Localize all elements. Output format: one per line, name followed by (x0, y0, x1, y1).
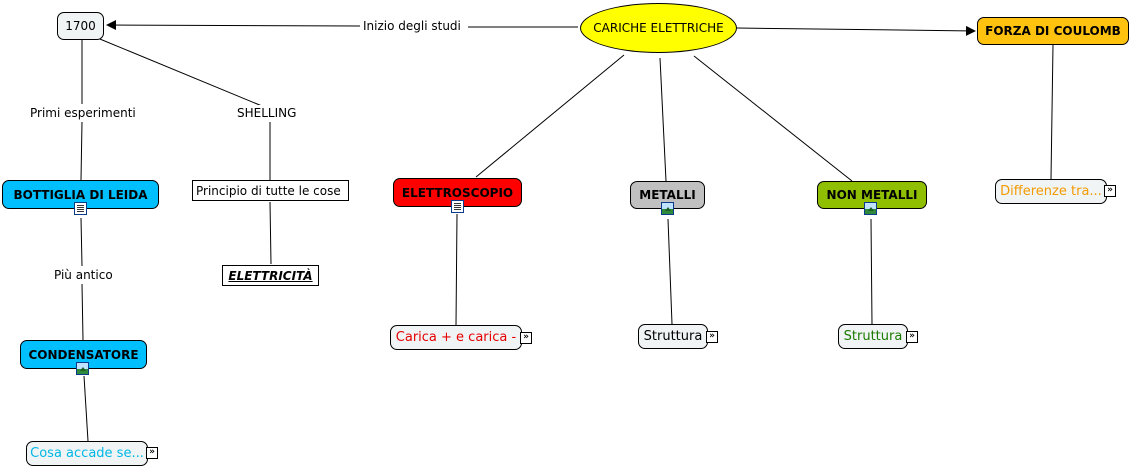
expand-arrow-icon[interactable]: » (1104, 185, 1116, 197)
node-carica-label: Carica + e carica - (395, 330, 517, 345)
node-elettricita-label: ELETTRICITÀ (228, 268, 313, 283)
node-1700-label: 1700 (65, 19, 96, 33)
node-principio-label: Principio di tutte le cose (196, 183, 341, 198)
node-differenze-label: Differenze tra... (1000, 184, 1102, 199)
link-label-primi-esperimenti: Primi esperimenti (28, 105, 138, 121)
document-icon[interactable] (74, 202, 87, 215)
node-cosa-accade-label: Cosa accade se... (30, 446, 144, 461)
link-label-piu-antico: Più antico (52, 267, 115, 283)
node-non-metalli-label: NON METALLI (826, 188, 918, 202)
node-condensatore-label: CONDENSATORE (28, 347, 139, 362)
expand-arrow-icon[interactable]: » (906, 331, 918, 343)
node-struttura-non-metalli-label: Struttura (843, 329, 903, 344)
image-icon[interactable] (864, 202, 877, 215)
image-icon[interactable] (661, 202, 674, 215)
node-elettricita[interactable]: ELETTRICITÀ (222, 265, 319, 286)
root-node-cariche-elettriche[interactable]: CARICHE ELETTRICHE (580, 3, 737, 53)
node-carica[interactable]: Carica + e carica - (390, 325, 522, 350)
node-bottiglia-di-leida[interactable]: BOTTIGLIA DI LEIDA (2, 180, 159, 209)
node-struttura-non-metalli[interactable]: Struttura (838, 324, 908, 349)
link-label-shelling: SHELLING (235, 105, 299, 121)
node-forza-label: FORZA DI COULOMB (985, 24, 1121, 38)
node-struttura-metalli[interactable]: Struttura (638, 324, 708, 349)
node-principio[interactable]: Principio di tutte le cose (192, 180, 349, 201)
node-bottiglia-label: BOTTIGLIA DI LEIDA (13, 187, 148, 202)
root-node-label: CARICHE ELETTRICHE (593, 21, 724, 35)
node-forza-di-coulomb[interactable]: FORZA DI COULOMB (977, 17, 1129, 45)
expand-arrow-icon[interactable]: » (146, 447, 158, 459)
expand-arrow-icon[interactable]: » (706, 331, 718, 343)
node-metalli-label: METALLI (639, 188, 696, 202)
node-elettroscopio-label: ELETTROSCOPIO (401, 185, 514, 200)
image-icon[interactable] (76, 362, 89, 375)
node-cosa-accade[interactable]: Cosa accade se... (26, 441, 148, 466)
expand-arrow-icon[interactable]: » (520, 332, 532, 344)
node-1700[interactable]: 1700 (57, 12, 104, 40)
document-icon[interactable] (451, 200, 464, 213)
node-differenze[interactable]: Differenze tra... (995, 179, 1107, 204)
node-struttura-metalli-label: Struttura (643, 329, 703, 344)
link-label-inizio: Inizio degli studi (361, 18, 463, 34)
